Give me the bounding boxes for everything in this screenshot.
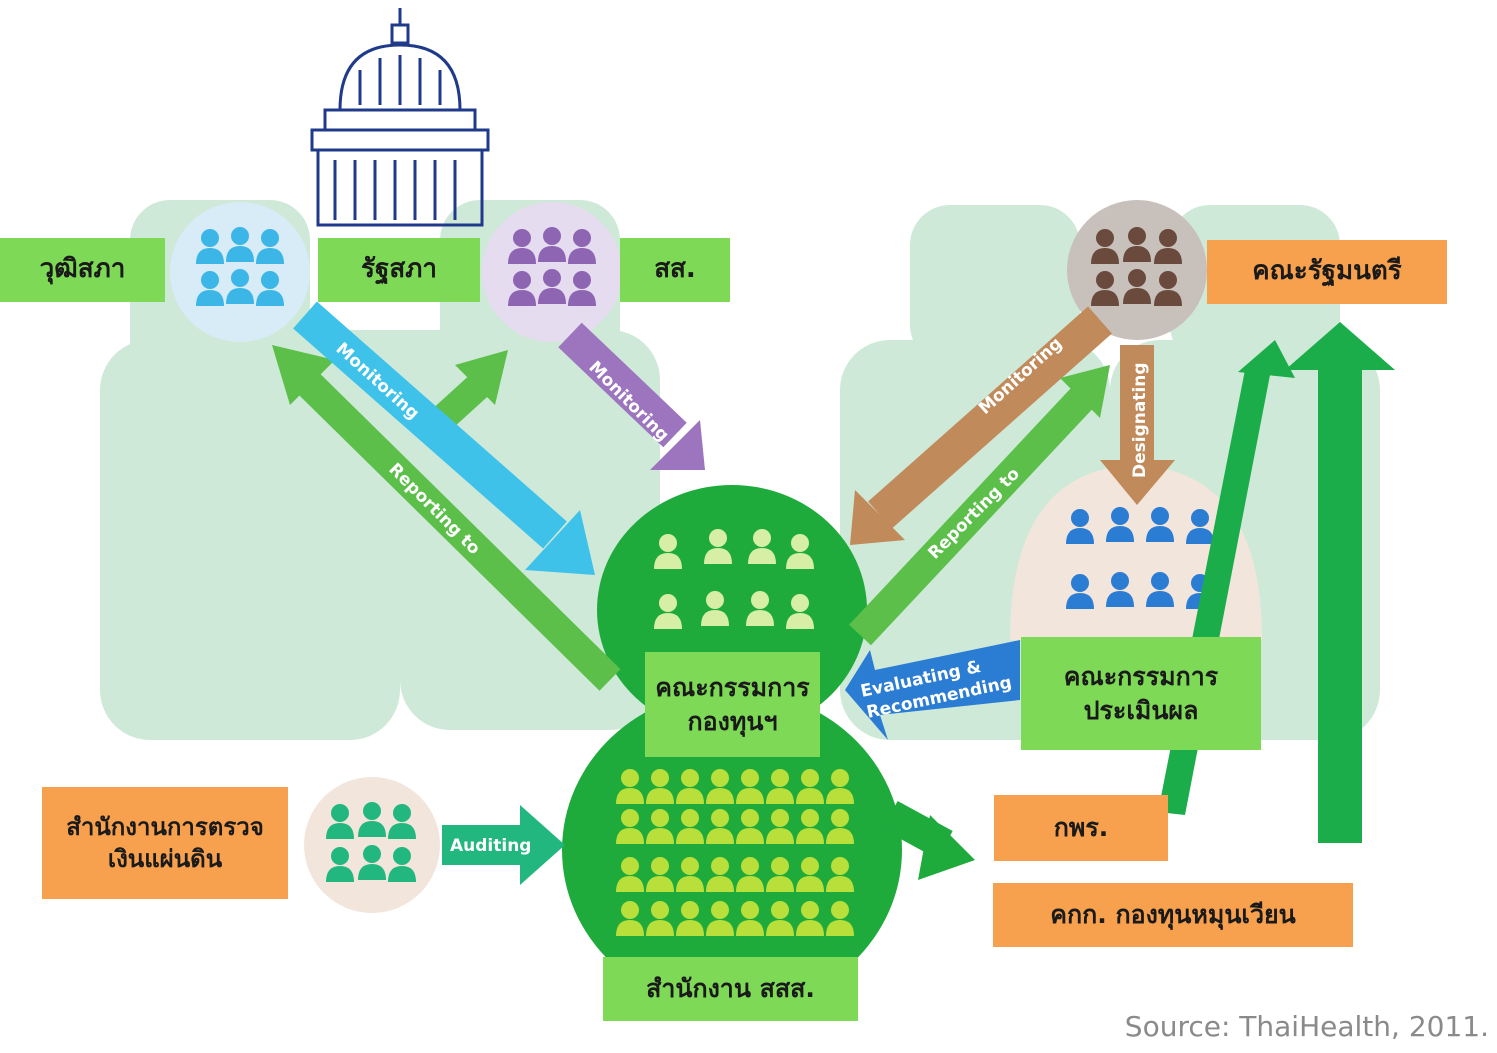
senate-label-box: วุฒิสภา	[0, 238, 165, 302]
fund-committee-label-box: คณะกรรมการ กองทุนฯ	[645, 652, 820, 757]
reporting-right-arrow	[849, 365, 1110, 646]
revolving-fund-label-box: คกก. กองทุนหมุนเวียน	[993, 883, 1353, 947]
parliament-label: รัฐสภา	[361, 254, 437, 285]
designating-label: Designating	[1130, 362, 1150, 478]
mp-people-circle	[482, 202, 622, 342]
audit-office-label-box: สำนักงานการตรวจ เงินแผ่นดิน	[42, 787, 288, 899]
cabinet-label: คณะรัฐมนตรี	[1252, 256, 1402, 287]
cabinet-people-circle	[1067, 200, 1207, 340]
monitoring-right-arrow	[850, 306, 1112, 545]
mp-label-box: สส.	[620, 238, 730, 302]
auditing-label: Auditing	[450, 836, 531, 856]
audit-office-label-line1: สำนักงานการตรวจ	[66, 812, 264, 841]
evaluating-arrow	[845, 640, 1020, 740]
evaluation-committee-people-shape	[1010, 465, 1262, 640]
fund-committee-label-line1: คณะกรรมการ	[655, 672, 810, 702]
cabinet-label-box: คณะรัฐมนตรี	[1207, 240, 1447, 304]
capitol-building-icon	[310, 8, 490, 227]
thaihealth-office-label: สำนักงาน สสส.	[646, 974, 815, 1004]
senate-people-circle	[170, 202, 310, 342]
eval-committee-label-line1: คณะกรรมการ	[1063, 661, 1219, 691]
parliament-label-box: รัฐสภา	[318, 238, 480, 302]
monitoring-mid-arrow	[558, 322, 705, 470]
fund-committee-label-line2: กองทุนฯ	[687, 706, 778, 736]
source-caption: Source: ThaiHealth, 2011.	[1124, 1010, 1489, 1043]
monitoring-left-arrow	[293, 301, 595, 575]
mp-label: สส.	[654, 254, 696, 285]
eval-committee-label-line2: ประเมินผล	[1083, 695, 1199, 725]
senate-label: วุฒิสภา	[39, 254, 126, 285]
thaihealth-office-label-box: สำนักงาน สสส.	[603, 957, 858, 1021]
revolving-fund-to-cabinet-arrow	[1285, 322, 1395, 843]
office-to-kpr-arrow	[882, 800, 975, 880]
kpr-label: กพร.	[1053, 813, 1109, 843]
audit-people-circle	[304, 777, 440, 913]
audit-office-label-line2: เงินแผ่นดิน	[107, 845, 223, 873]
auditing-arrow	[442, 805, 565, 885]
designating-arrow	[1100, 345, 1175, 505]
kpr-label-box: กพร.	[994, 795, 1168, 861]
eval-committee-label-box: คณะกรรมการ ประเมินผล	[1021, 637, 1261, 750]
revolving-fund-label: คกก. กองทุนหมุนเวียน	[1050, 900, 1296, 930]
